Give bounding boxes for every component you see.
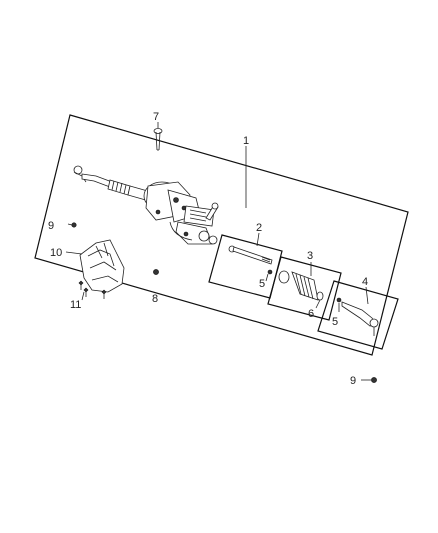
leader-6 bbox=[315, 299, 321, 309]
callout-7: 7 bbox=[153, 111, 159, 123]
callout-3: 3 bbox=[307, 250, 313, 262]
leader-11 bbox=[81, 291, 85, 301]
leader-5a bbox=[265, 273, 269, 282]
callout-10: 10 bbox=[50, 247, 62, 259]
heat-shield-part bbox=[79, 239, 125, 293]
screws-part bbox=[78, 280, 107, 299]
boot-kit-frame bbox=[267, 256, 342, 321]
inner-tie-rod-frame bbox=[208, 234, 283, 299]
leader-4 bbox=[365, 286, 369, 305]
callout-4: 4 bbox=[362, 276, 368, 288]
leader-10 bbox=[65, 251, 83, 255]
bolt-part bbox=[153, 128, 163, 151]
boot-kit-part bbox=[278, 270, 324, 301]
inner-tie-rod-part bbox=[228, 245, 273, 275]
callout-9a: 9 bbox=[48, 220, 54, 232]
callout-1: 1 bbox=[243, 135, 249, 147]
leader-9a bbox=[67, 223, 73, 226]
outer-tie-rod-frame bbox=[317, 280, 399, 350]
callout-11: 11 bbox=[70, 299, 81, 311]
callout-2: 2 bbox=[256, 222, 262, 234]
steering-gear-frame bbox=[34, 114, 409, 356]
steering-rack-assembly bbox=[73, 165, 219, 245]
callout-5b: 5 bbox=[332, 316, 338, 328]
nut-part-bottom bbox=[371, 377, 377, 383]
callout-9b: 9 bbox=[350, 375, 356, 387]
nut-part-8 bbox=[153, 269, 159, 275]
outer-tie-rod-part bbox=[336, 297, 379, 336]
callout-6: 6 bbox=[308, 308, 314, 320]
leader-2 bbox=[256, 232, 260, 247]
nut-part-top bbox=[71, 222, 77, 228]
callout-8: 8 bbox=[152, 293, 158, 305]
callout-5a: 5 bbox=[259, 278, 265, 290]
